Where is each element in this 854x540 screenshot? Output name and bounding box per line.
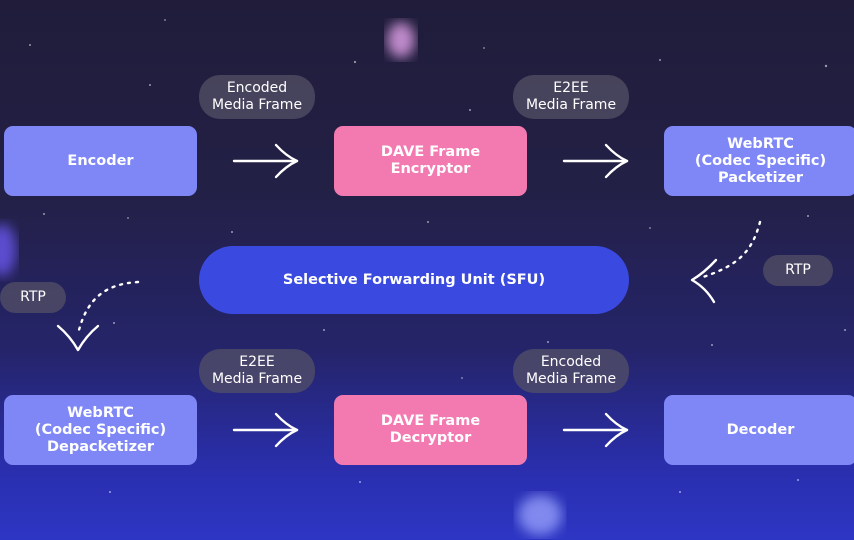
label-rtp-right: RTP (763, 255, 833, 286)
label-encoded-media-frame-top: Encoded Media Frame (199, 75, 315, 119)
arrow-encoder-to-encryptor (232, 143, 299, 179)
blurred-orb-top (387, 22, 415, 58)
stars (29, 19, 846, 493)
arrow-sfu-to-depacketizer (56, 280, 140, 352)
blurred-orb-left (0, 224, 16, 276)
arrow-encryptor-to-packetizer (562, 143, 629, 179)
label-e2ee-media-frame-bottom: E2EE Media Frame (199, 349, 315, 393)
dave-frame-decryptor-box: DAVE Frame Decryptor (334, 395, 527, 465)
label-encoded-media-frame-bottom: Encoded Media Frame (513, 349, 629, 393)
webrtc-depacketizer-box: WebRTC (Codec Specific) Depacketizer (4, 395, 197, 465)
arrow-decryptor-to-decoder (562, 412, 629, 448)
arrow-packetizer-to-sfu (690, 220, 762, 304)
encoder-box: Encoder (4, 126, 197, 196)
label-e2ee-media-frame-top: E2EE Media Frame (513, 75, 629, 119)
sfu-node: Selective Forwarding Unit (SFU) (199, 246, 629, 314)
webrtc-packetizer-box: WebRTC (Codec Specific) Packetizer (664, 126, 854, 196)
dave-frame-encryptor-box: DAVE Frame Encryptor (334, 126, 527, 196)
decoder-box: Decoder (664, 395, 854, 465)
arrow-depacketizer-to-decryptor (232, 412, 299, 448)
blurred-orb-bottom (518, 495, 562, 535)
label-rtp-left: RTP (0, 282, 66, 313)
